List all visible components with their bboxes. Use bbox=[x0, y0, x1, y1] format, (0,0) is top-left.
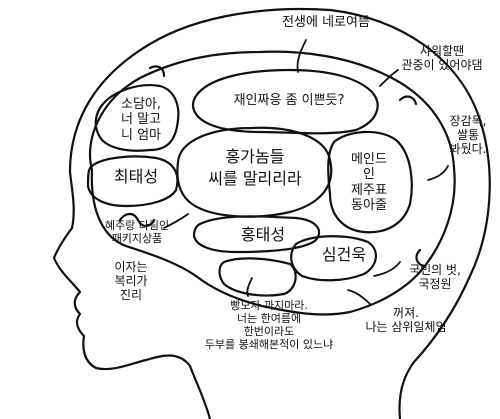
annotation-jang: 장감독, 쌀통 봐뒀다. bbox=[449, 114, 487, 157]
annotation-package: 혜주랑 다림인 패키지상품 bbox=[104, 219, 170, 245]
lobe-sodamha bbox=[94, 84, 180, 152]
arrow-gone bbox=[347, 289, 371, 305]
brain-outline bbox=[88, 50, 456, 316]
center-line-2: 씨를 말리리라 bbox=[208, 169, 302, 188]
annotation-top: 전생에 네로여뜸 bbox=[282, 15, 370, 30]
center-line-1: 홍가놈들 bbox=[225, 147, 285, 166]
annotation-interest: 이자는 복리가 진리 bbox=[114, 260, 148, 303]
lobe-made-in bbox=[327, 130, 413, 234]
head-outline bbox=[52, 7, 491, 419]
annotation-hat: 빵모자 까지마라. 너는 한여름에 한번이라도 두부를 봉쇄해본적이 있느냐 bbox=[204, 299, 334, 351]
region-sodamha: 소담아, 너 말고 니 엄마 bbox=[120, 97, 161, 143]
lobe-hong bbox=[192, 215, 321, 254]
arrow-top bbox=[296, 39, 307, 73]
arrow-package bbox=[163, 213, 189, 229]
arrow-jang bbox=[427, 165, 449, 181]
annotation-bet: 국민의 벗, 국정원 bbox=[409, 263, 461, 292]
lobe-choi bbox=[86, 155, 179, 208]
gyri-detail bbox=[118, 65, 426, 268]
arrow-bet bbox=[373, 261, 401, 277]
region-jaein: 재인짜응 좀 이쁜듯? bbox=[233, 93, 345, 108]
arrow-shower bbox=[379, 69, 399, 87]
region-choi: 최태성 bbox=[113, 167, 159, 186]
region-shim: 심건욱 bbox=[321, 245, 367, 264]
arrow-hat bbox=[246, 277, 253, 297]
region-hong: 홍태성 bbox=[240, 225, 286, 244]
lobe-lower bbox=[218, 257, 297, 297]
lobe-jaein bbox=[191, 68, 379, 135]
annotation-gone: 꺼져. 나는 삼위일체임 bbox=[365, 306, 447, 335]
region-made-in: 메인드 인 제주표 동아줄 bbox=[351, 152, 387, 213]
annotation-shower: 샤워할땐 관중이 있어야댐 bbox=[401, 44, 483, 73]
lobe-center bbox=[176, 126, 333, 218]
